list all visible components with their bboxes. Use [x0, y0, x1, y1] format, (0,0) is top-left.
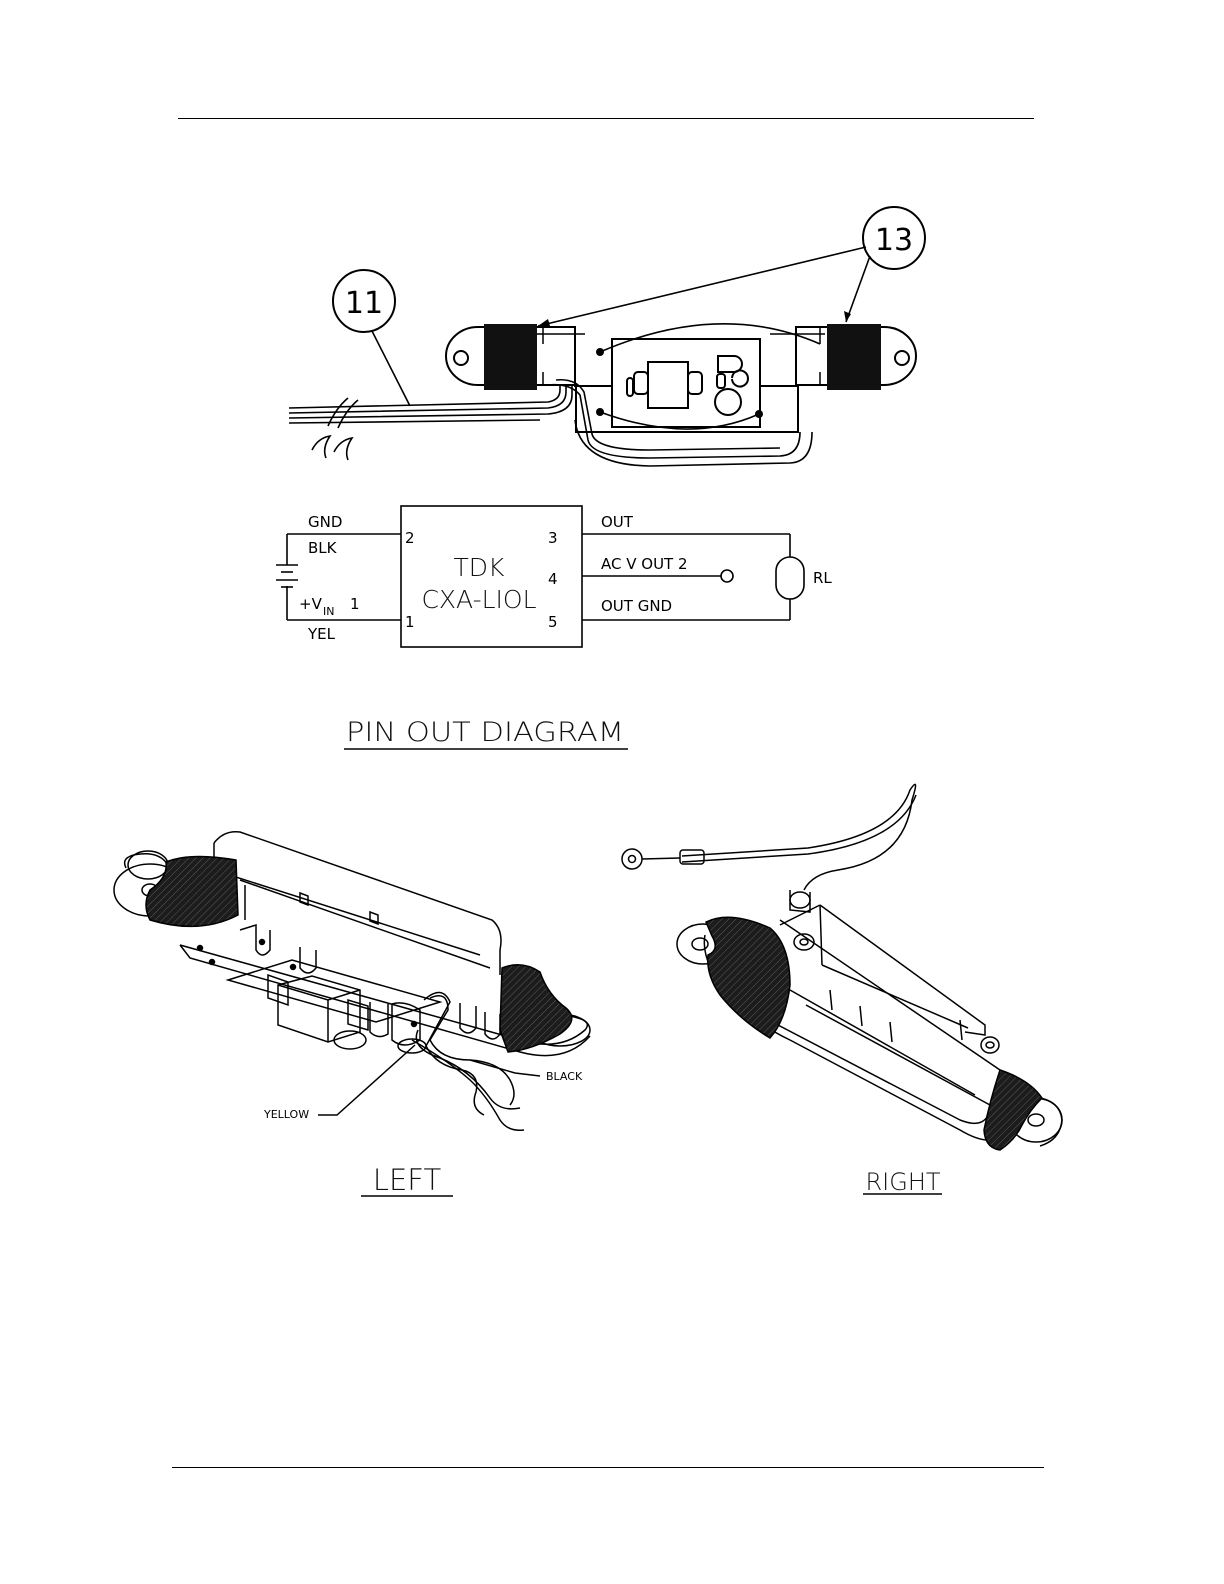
label-pin-5: 5	[548, 613, 558, 631]
module-label-tdk: TDK	[454, 553, 506, 582]
callout-11-label: 11	[345, 286, 383, 321]
label-yellow-wire: YELLOW	[263, 1108, 309, 1121]
left-view-wire-labels: YELLOW BLACK	[263, 1070, 583, 1121]
ac-out-terminal	[721, 570, 733, 582]
wire-harness	[289, 324, 820, 466]
pinout-labels: GND BLK +V IN 1 YEL 2 1 3 4 5 TDK CXA-LI…	[299, 513, 832, 749]
label-ac-v-out: AC V OUT 2	[601, 555, 688, 573]
module-label-model: CXA-LIOL	[421, 585, 536, 614]
label-pin-4: 4	[548, 570, 558, 588]
callout-11: 11	[333, 270, 410, 406]
load-rl	[776, 557, 804, 599]
label-rl: RL	[813, 569, 832, 587]
label-blk: BLK	[308, 539, 338, 557]
label-gnd: GND	[308, 513, 342, 531]
callout-13-label: 13	[875, 223, 913, 258]
label-pin-1: 1	[405, 613, 415, 631]
ring-terminal	[622, 849, 642, 869]
tape-wrap-right	[827, 324, 881, 390]
caption-right: RIGHT	[865, 1168, 940, 1196]
label-vin-subscript: IN	[323, 605, 334, 618]
label-out-gnd: OUT GND	[601, 597, 672, 615]
right-view-tape-right	[984, 1070, 1042, 1150]
left-view-tape-left	[146, 856, 238, 926]
caption-left: LEFT	[373, 1163, 442, 1197]
mounting-hole-right	[895, 351, 909, 365]
label-out: OUT	[601, 513, 634, 531]
label-black-wire: BLACK	[546, 1070, 583, 1083]
transformer	[648, 362, 688, 408]
left-view-tape-right	[500, 965, 572, 1052]
board-components	[718, 356, 748, 387]
right-view-tape-left	[706, 917, 790, 1038]
mounting-hole-left	[454, 351, 468, 365]
label-pin-3: 3	[548, 529, 558, 547]
label-pin-2: 2	[405, 529, 415, 547]
pinout-diagram-title: PIN OUT DIAGRAM	[346, 717, 624, 748]
label-yel: YEL	[307, 625, 336, 643]
callout-13: 13	[538, 207, 925, 326]
pinout-schematic	[276, 506, 804, 647]
label-vin-pin: 1	[350, 595, 360, 613]
label-vin: +V	[299, 595, 323, 613]
tape-wrap-left	[484, 324, 537, 390]
view-captions: LEFT RIGHT	[361, 1163, 942, 1197]
